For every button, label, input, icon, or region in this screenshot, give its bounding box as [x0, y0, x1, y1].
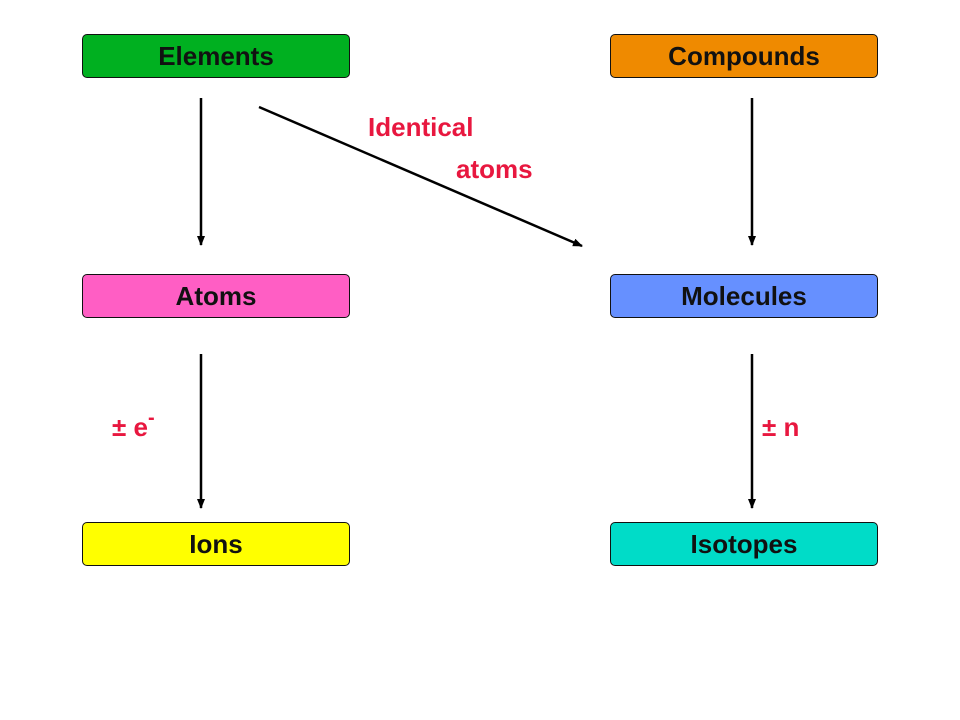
node-atoms-label: Atoms [175, 281, 257, 311]
edge-label-identical-line2: atoms [456, 154, 533, 184]
node-molecules-label: Molecules [681, 281, 807, 311]
node-ions: Ions [82, 522, 350, 566]
edge-label-electron-text: ± e [112, 412, 148, 442]
edge-label-neutron: ± n [762, 412, 800, 442]
node-elements-label: Elements [158, 41, 274, 71]
edge-label-electron-superscript: - [147, 407, 155, 429]
node-atoms: Atoms [82, 274, 350, 318]
node-compounds: Compounds [610, 34, 878, 78]
arrow-elements-to-molecules [258, 105, 583, 248]
node-isotopes-label: Isotopes [690, 529, 798, 559]
node-ions-label: Ions [189, 529, 243, 559]
node-molecules: Molecules [610, 274, 878, 318]
node-elements: Elements [82, 34, 350, 78]
node-compounds-label: Compounds [668, 41, 820, 71]
edge-label-identical-line1: Identical [368, 112, 474, 142]
node-isotopes: Isotopes [610, 522, 878, 566]
edge-label-electron: ± e- [112, 408, 155, 442]
